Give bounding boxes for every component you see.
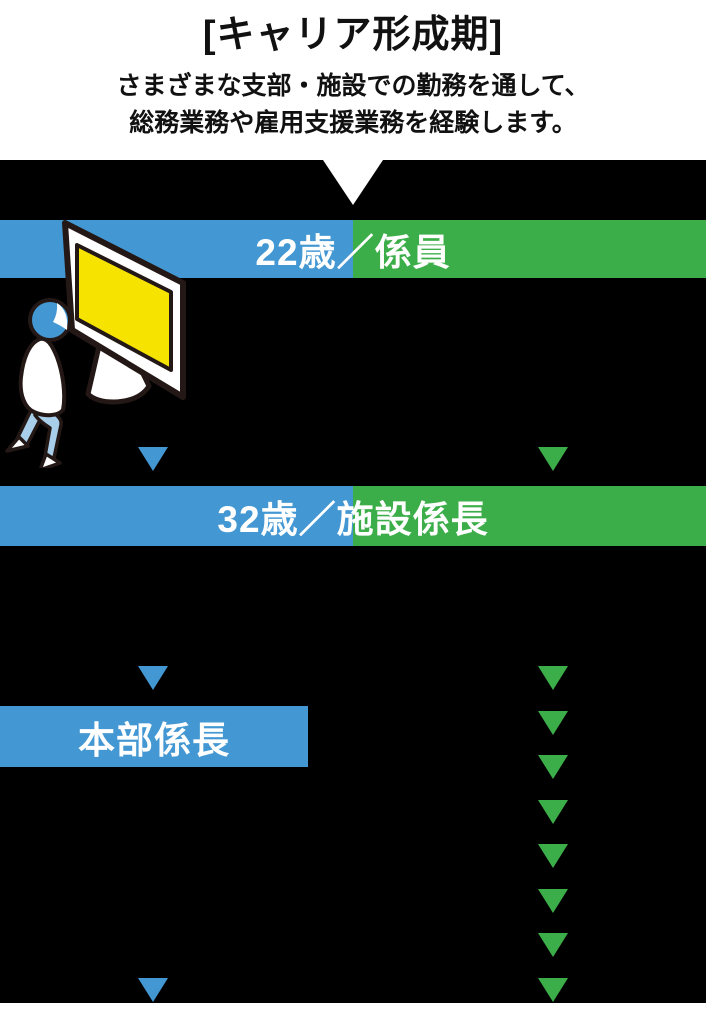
person-face: [53, 303, 68, 330]
subtitle-line-2: 総務業務や雇用支援業務を経験します。: [129, 109, 577, 138]
down-arrow-green-icon: [538, 447, 568, 471]
down-arrow-green-icon: [538, 933, 568, 957]
person-front-shoe: [38, 452, 62, 468]
stage-label-age32: 32歳／施設係長: [217, 499, 489, 540]
person-at-monitor-illustration: [5, 220, 186, 468]
down-arrow-green-icon: [538, 799, 568, 824]
stage-banner-age32: 32歳／施設係長: [0, 486, 706, 546]
subtitle: さまざまな支部・施設での勤務を通して、 総務業務や雇用支援業務を経験します。: [0, 68, 706, 142]
down-arrow-green-icon: [538, 666, 568, 690]
down-arrow-blue-icon: [138, 447, 168, 471]
stage-label-age22: 22歳／係員: [255, 232, 451, 273]
down-arrow-green-icon: [538, 888, 568, 913]
down-arrow-green-icon: [538, 710, 568, 735]
down-arrow-green-icon: [538, 755, 568, 779]
down-notch-icon: [323, 160, 383, 205]
person-back-shoe: [5, 435, 30, 453]
down-arrow-blue-icon: [138, 978, 168, 1002]
stage-banner-honbu: 本部係長: [0, 706, 308, 767]
person-torso: [18, 336, 67, 418]
down-arrow-green-icon: [538, 844, 568, 868]
stage-label-honbu: 本部係長: [78, 719, 230, 761]
green-arrow-chain: [538, 666, 568, 1002]
monitor-screen: [75, 243, 173, 372]
page-title: [キャリア形成期]: [202, 14, 504, 56]
down-arrow-blue-icon: [138, 666, 168, 690]
subtitle-line-1: さまざまな支部・施設での勤務を通して、: [116, 72, 590, 101]
down-arrow-green-icon: [538, 977, 568, 1002]
timeline-panel: 22歳／係員 32歳／施設係長 本部係長: [0, 160, 706, 1003]
header: [キャリア形成期] さまざまな支部・施設での勤務を通して、 総務業務や雇用支援業…: [0, 0, 706, 160]
